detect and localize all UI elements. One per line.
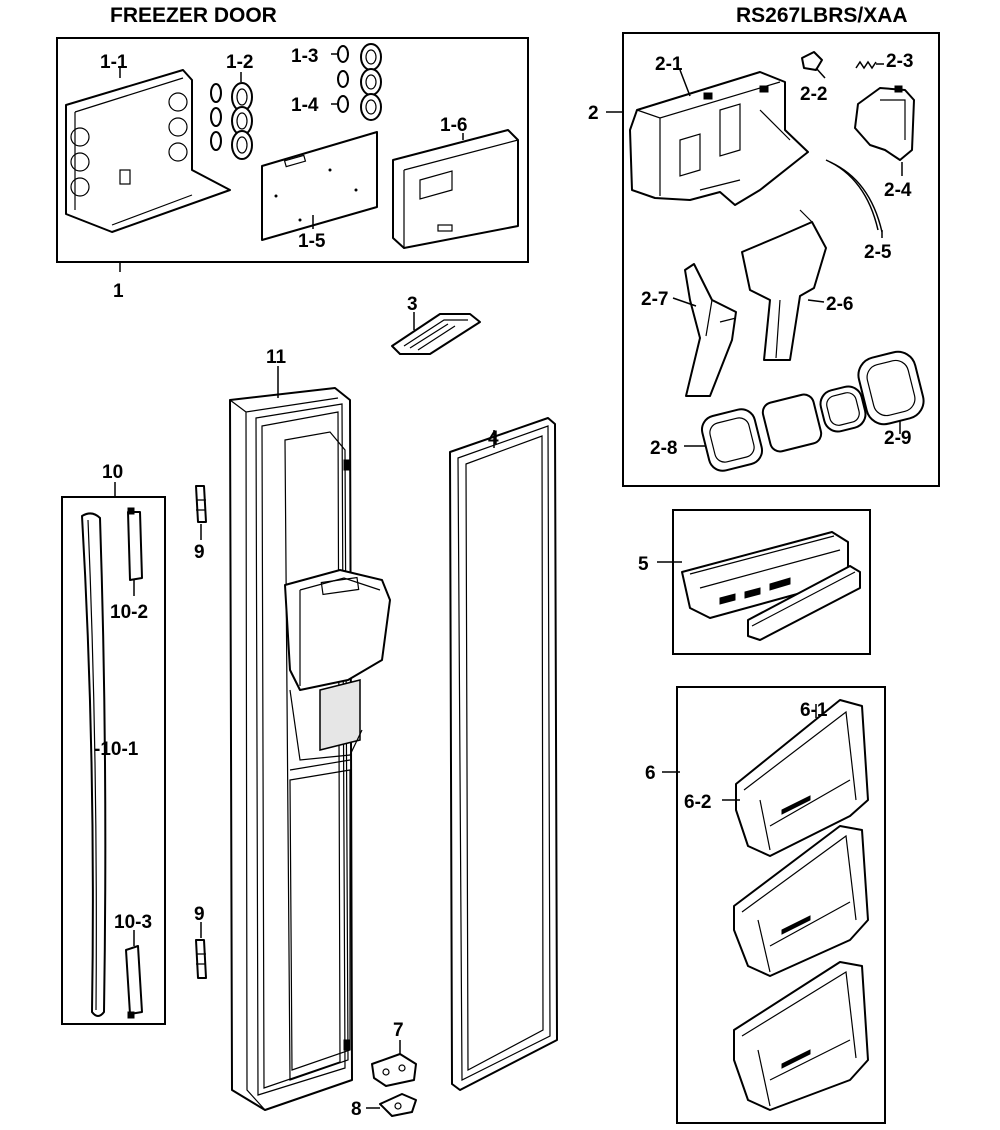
label-9-top: 9: [194, 542, 205, 563]
part-10-2-handle-cap: [127, 511, 143, 581]
part-2-8-2-9-rings: [700, 350, 925, 472]
label-1: 1: [113, 281, 124, 302]
part-1-5-circuit-board: [261, 131, 378, 241]
group-10-frame: [61, 496, 166, 1025]
label-1-5: 1-5: [298, 231, 326, 252]
group-5-door-guard: 5: [638, 509, 871, 655]
part-10-1-handle: [81, 512, 107, 1017]
part-11-freezer-door: 11: [229, 347, 391, 1111]
part-1-6-panel-cover: [392, 129, 519, 249]
label-9-bottom: 9: [194, 904, 205, 925]
part-7-hinge-bracket: 7: [371, 1020, 417, 1087]
group-6-frame: [676, 686, 886, 1124]
model-number: RS267LBRS/XAA: [736, 4, 908, 27]
label-6-2: 6-2: [684, 792, 711, 813]
part-2-4-lever: [854, 85, 915, 161]
group-10-handle-assembly: 10 10-2 -10-1 10-3: [61, 462, 166, 1025]
group-2-frame: [622, 32, 940, 487]
label-1-3: 1-3: [291, 46, 318, 67]
part-2-7-paddle: [684, 263, 737, 397]
part-2-2-cap: [801, 51, 823, 71]
label-10-2: 10-2: [110, 602, 148, 623]
label-2-1: 2-1: [655, 54, 683, 75]
part-1-1-bracket: [65, 69, 231, 233]
label-2-2: 2-2: [800, 84, 827, 105]
label-7: 7: [393, 1020, 404, 1041]
label-6: 6: [645, 763, 656, 784]
label-6-1: 6-1: [800, 700, 828, 721]
label-1-4: 1-4: [291, 95, 319, 116]
label-2-9: 2-9: [884, 428, 911, 449]
label-1-2: 1-2: [226, 52, 253, 73]
label-2-4: 2-4: [884, 180, 912, 201]
part-2-6-chute: [741, 209, 827, 361]
label-1-6: 1-6: [440, 115, 467, 136]
part-8-hinge-cover: 8: [351, 1093, 417, 1120]
label-1-1: 1-1: [100, 52, 128, 73]
door-bin-middle: [733, 825, 869, 977]
part-2-1-dispenser-housing: [629, 71, 809, 206]
part-9-hinge-pins: 9 9: [194, 485, 207, 979]
label-10: 10: [102, 462, 123, 483]
label-4: 4: [488, 428, 499, 449]
diagram-title: FREEZER DOOR: [110, 4, 277, 27]
group-2-dispenser-assembly: 2: [588, 32, 940, 487]
label-5: 5: [638, 554, 649, 575]
label-10-3: 10-3: [114, 912, 152, 933]
part-6-1-door-bin: [735, 699, 869, 857]
group-5-frame: [672, 509, 871, 655]
part-1-2-buttons: [210, 82, 253, 160]
label-2-8: 2-8: [650, 438, 677, 459]
label-10-1: -10-1: [94, 739, 139, 760]
label-8: 8: [351, 1099, 362, 1120]
part-2-3-spring: [855, 60, 877, 70]
group-1-frame: [56, 37, 529, 263]
part-3-dispenser-tray: 3: [391, 294, 481, 355]
door-bin-bottom: [733, 961, 869, 1111]
group-6-door-bins: 6 6-1 6-2: [645, 686, 886, 1124]
label-3: 3: [407, 294, 418, 315]
group-1-control-panel-assembly: 1-1 1-2 1-3 1-4 1-6 1-5 1: [56, 37, 529, 302]
label-2: 2: [588, 103, 599, 124]
part-1-3-1-4-buttons: [337, 43, 382, 121]
part-2-5-rod: [829, 161, 883, 233]
label-2-6: 2-6: [826, 294, 853, 315]
part-4-door-gasket: 4: [449, 417, 558, 1091]
label-11: 11: [266, 347, 287, 368]
part-10-3-handle-cap: [125, 945, 143, 1015]
label-2-5: 2-5: [864, 242, 892, 263]
label-2-3: 2-3: [886, 51, 913, 72]
label-2-7: 2-7: [641, 289, 668, 310]
